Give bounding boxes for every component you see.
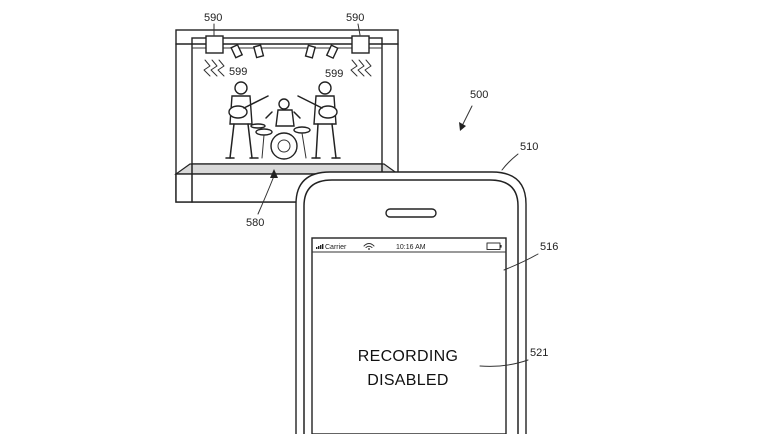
ref-leader-510 — [501, 153, 519, 171]
sensor-box-left — [205, 35, 224, 54]
drummer — [250, 98, 311, 160]
ref-label-516: 516 — [540, 241, 558, 253]
earpiece-slot — [385, 208, 437, 218]
ref-label-510: 510 — [520, 141, 538, 153]
phone-screen — [311, 237, 507, 434]
ref-label-590-left: 590 — [204, 12, 222, 24]
sensor-box-right — [351, 35, 370, 54]
ref-label-599-right: 599 — [325, 68, 343, 80]
ref-leader-521 — [479, 359, 529, 367]
ref-label-500: 500 — [470, 89, 488, 101]
status-time: 10:16 AM — [396, 244, 426, 251]
bass-drum — [270, 132, 298, 160]
ref-leader-516 — [503, 253, 539, 271]
smartphone: Carrier 10:16 AM RECORDING DISABLED — [295, 171, 527, 434]
guitarist-right — [297, 81, 341, 159]
battery-icon — [486, 242, 502, 250]
recording-disabled-line2: DISABLED — [367, 372, 449, 389]
signal-emission-left — [203, 59, 225, 77]
ref-label-599-left: 599 — [229, 66, 247, 78]
spotlight-icon — [230, 43, 339, 60]
status-carrier: Carrier — [325, 244, 347, 251]
ref-label-580: 580 — [246, 217, 264, 229]
ref-arrow-500 — [461, 105, 473, 127]
signal-bars-icon — [316, 244, 324, 249]
wifi-icon — [363, 243, 375, 250]
stage-illustration: 590 590 599 599 580 — [174, 12, 400, 229]
guitarist-left — [225, 81, 269, 159]
signal-emission-right — [350, 59, 372, 77]
recording-disabled-line1: RECORDING — [358, 348, 458, 365]
status-bar: Carrier 10:16 AM — [311, 242, 507, 253]
ref-label-590-right: 590 — [346, 12, 364, 24]
ref-label-521: 521 — [530, 347, 548, 359]
